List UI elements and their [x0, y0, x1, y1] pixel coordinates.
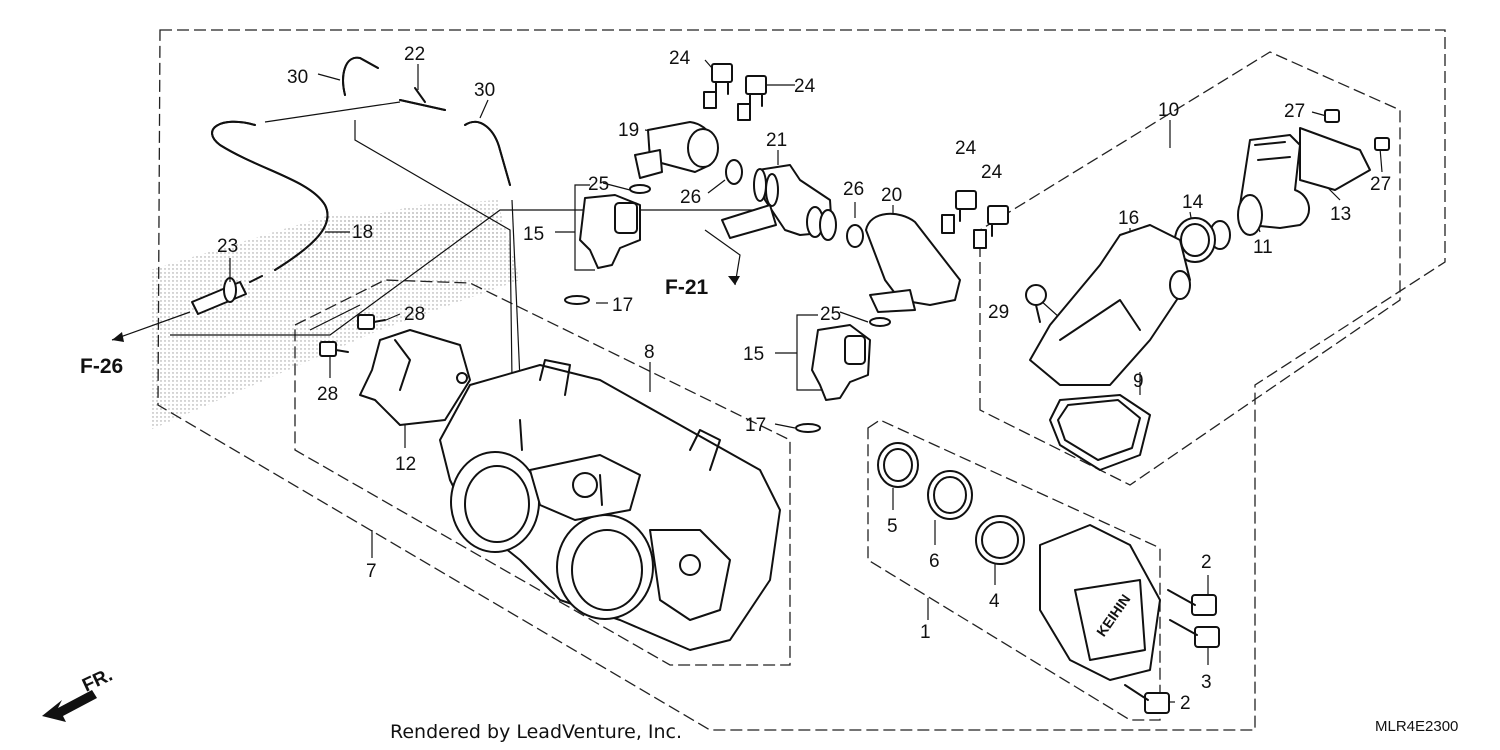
callout-23: 23	[217, 236, 238, 257]
callout-1: 1	[920, 622, 931, 643]
callout-2: 2	[1180, 693, 1191, 714]
injectors	[564, 194, 871, 433]
callout-30: 30	[287, 67, 308, 88]
hoses	[211, 56, 511, 271]
callout-24: 24	[955, 138, 977, 159]
callout-21: 21	[766, 130, 787, 151]
fitting-23	[191, 275, 263, 315]
assembly-outline	[157, 29, 1446, 731]
shading	[150, 200, 520, 430]
callout-25: 25	[820, 304, 841, 325]
callout-4: 4	[989, 591, 1000, 612]
callout-12: 12	[395, 454, 416, 475]
callout-27: 27	[1284, 101, 1305, 122]
throttle-body	[439, 359, 781, 651]
callout-28: 28	[404, 304, 425, 325]
callout-30: 30	[474, 80, 495, 101]
fuel-rail	[629, 121, 961, 327]
callout-3: 3	[1201, 672, 1212, 693]
diagram-code: MLR4E2300	[1375, 718, 1458, 735]
ref-f26: F-26	[80, 355, 123, 378]
callout-5: 5	[887, 516, 898, 537]
callout-25: 25	[588, 174, 609, 195]
callout-27: 27	[1370, 174, 1391, 195]
bolts-24	[703, 63, 1009, 249]
callout-26: 26	[680, 187, 701, 208]
callout-13: 13	[1330, 204, 1351, 225]
ecu-group: KEIHIN	[877, 442, 1220, 714]
callout-18: 18	[352, 222, 373, 243]
callout-24: 24	[981, 162, 1003, 183]
callout-2: 2	[1201, 552, 1212, 573]
callout-26: 26	[843, 179, 864, 200]
throttle-body-group-outline	[294, 279, 791, 666]
callout-24: 24	[669, 48, 691, 69]
callout-24: 24	[794, 76, 816, 97]
callout-9: 9	[1133, 371, 1144, 392]
callout-labels: 1 2 2 3 4 5 6 7 8 9 10 11 12 13 14 15 15…	[217, 44, 1391, 714]
callout-19: 19	[618, 120, 639, 141]
idle-air-control	[1025, 109, 1390, 471]
callout-17: 17	[612, 295, 633, 316]
callout-11: 11	[1253, 237, 1273, 258]
callout-16: 16	[1118, 208, 1139, 229]
callout-10: 10	[1158, 100, 1179, 121]
callout-28: 28	[317, 384, 338, 405]
callout-15: 15	[743, 344, 764, 365]
callout-14: 14	[1182, 192, 1204, 213]
callout-20: 20	[881, 185, 902, 206]
footer-credit: Rendered by LeadVenture, Inc.	[390, 721, 682, 743]
callout-6: 6	[929, 551, 940, 572]
callout-29: 29	[988, 302, 1009, 323]
front-marker: FR.	[79, 665, 116, 697]
callout-7: 7	[366, 561, 377, 582]
callout-22: 22	[404, 44, 425, 65]
ecu-group-outline	[867, 419, 1161, 721]
bracket-12	[319, 314, 471, 426]
callout-15: 15	[523, 224, 544, 245]
ref-f21: F-21	[665, 276, 709, 299]
callout-17: 17	[745, 415, 766, 436]
front-arrow-icon: FR.	[42, 665, 116, 722]
callout-8: 8	[644, 342, 655, 363]
